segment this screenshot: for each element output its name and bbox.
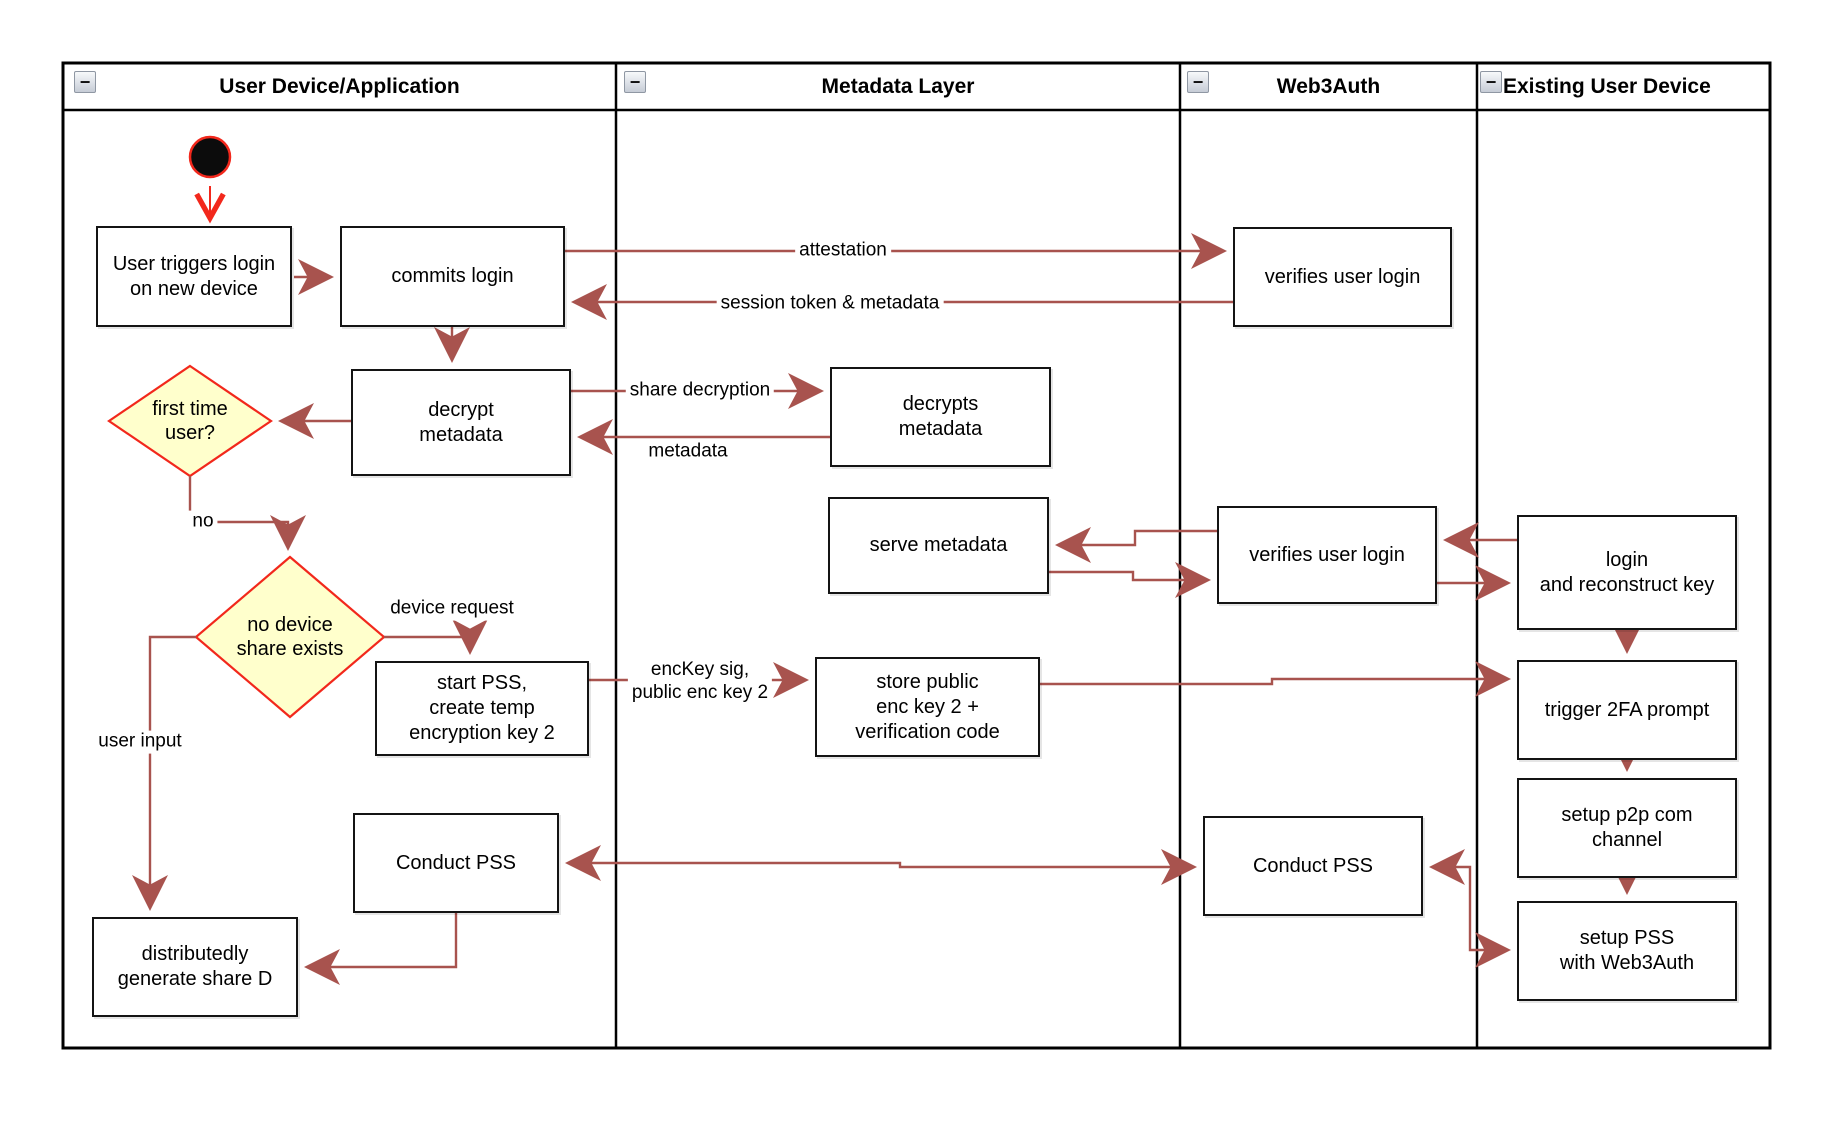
diamond-no-device-share (194, 555, 386, 719)
node-conduct-pss-web3auth: Conduct PSS (1203, 816, 1423, 916)
node-serve-metadata: serve metadata (828, 497, 1049, 594)
collapse-icon[interactable]: − (624, 71, 646, 93)
decision-first-time-user: first time user? (152, 398, 228, 444)
edge-verifies-to-serve (1055, 527, 1217, 563)
node-store-public-key: store public enc key 2 + verification co… (815, 657, 1040, 757)
node-distributedly-generate: distributedly generate share D (92, 917, 298, 1017)
node-commits-login: commits login (340, 226, 565, 327)
lane-title-existing-user-device: Existing User Device (1503, 75, 1711, 98)
edge-device-request (384, 619, 488, 655)
edge-label-enckey: encKey sig, public enc key 2 (627, 659, 773, 705)
edge-setuppss-conductpss-link (1429, 849, 1511, 968)
edge-label-attestation: attestation (795, 239, 891, 263)
edge-label-device-request: device request (386, 597, 518, 621)
node-decrypts-metadata: decrypts metadata (830, 367, 1051, 467)
node-setup-p2p-channel: setup p2p com channel (1517, 778, 1737, 878)
edge-conduct-to-generate (304, 913, 458, 985)
edge-label-share-decryption: share decryption (625, 379, 775, 403)
edge-label-user-input: user input (94, 730, 186, 754)
edge-store-to-trigger (1040, 661, 1511, 697)
edge-serve-to-verifies (1049, 562, 1211, 598)
decision-no-device-share: no device share exists (236, 614, 344, 660)
node-user-triggers-login: User triggers login on new device (96, 226, 292, 327)
edge-label-session-token: session token & metadata (716, 292, 944, 316)
node-start-pss: start PSS, create temp encryption key 2 (375, 661, 589, 756)
node-decrypt-metadata: decrypt metadata (351, 369, 571, 476)
node-verifies-user-login-top: verifies user login (1233, 227, 1452, 327)
edge-label-no: no (188, 510, 218, 534)
start-node (188, 135, 232, 179)
edge-conduct-pss-link (565, 845, 1197, 885)
edge-user-input (132, 635, 196, 911)
edge-label-metadata: metadata (644, 440, 732, 464)
lane-title-user-device: User Device/Application (219, 75, 460, 98)
collapse-icon[interactable]: − (1480, 71, 1502, 93)
collapse-icon[interactable]: − (74, 71, 96, 93)
node-setup-pss-web3auth: setup PSS with Web3Auth (1517, 901, 1737, 1001)
edge-no-branch (188, 476, 306, 551)
collapse-icon[interactable]: − (1187, 71, 1209, 93)
node-verifies-user-login-mid: verifies user login (1217, 506, 1437, 604)
node-trigger-2fa: trigger 2FA prompt (1517, 660, 1737, 760)
node-login-reconstruct-key: login and reconstruct key (1517, 515, 1737, 630)
lane-title-metadata-layer: Metadata Layer (821, 75, 975, 98)
node-conduct-pss-user: Conduct PSS (353, 813, 559, 913)
lane-title-web3auth: Web3Auth (1276, 75, 1381, 98)
